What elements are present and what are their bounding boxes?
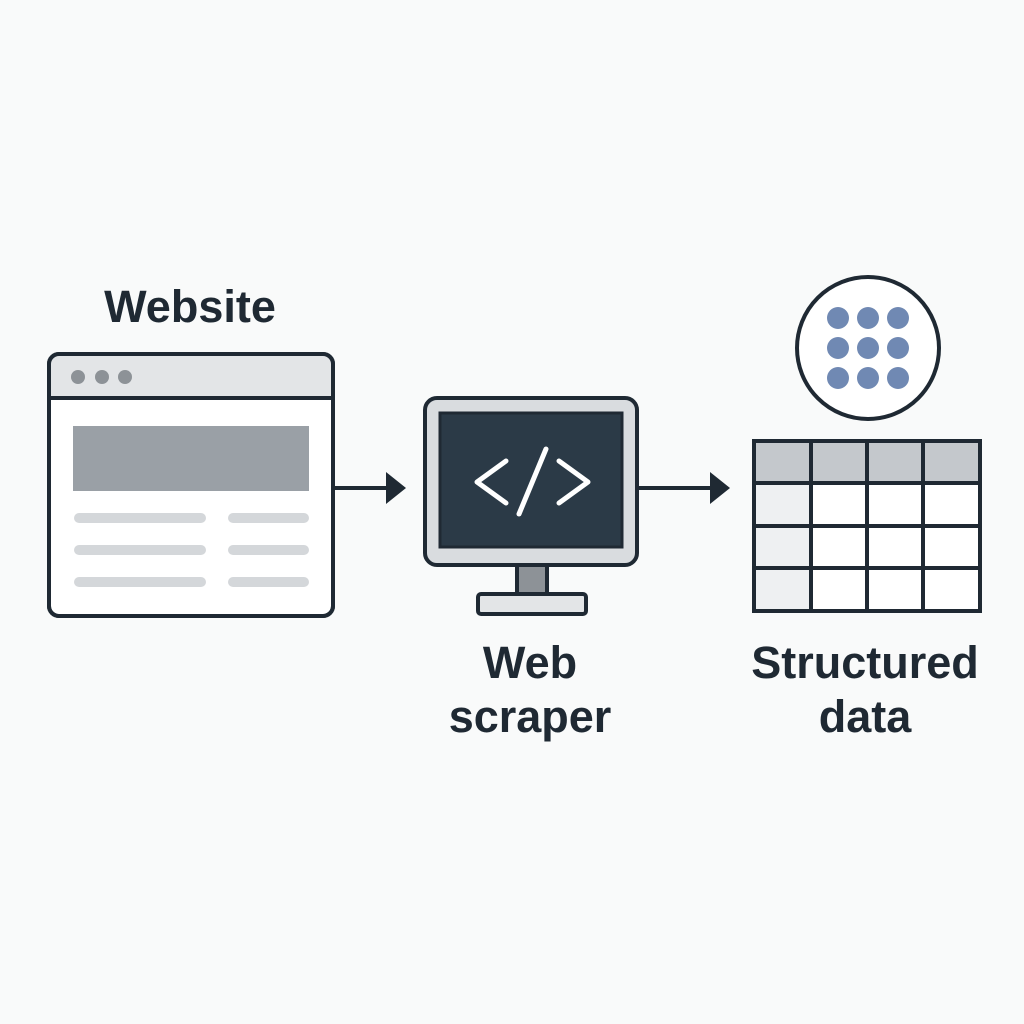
monitor-base <box>476 592 588 616</box>
monitor-code-icon <box>423 396 639 616</box>
arrow-right-icon <box>335 472 406 504</box>
web-scraper-label: Web scraper <box>410 636 650 744</box>
text-line <box>228 577 309 587</box>
text-line <box>74 577 206 587</box>
monitor-neck <box>515 563 549 597</box>
content-banner <box>73 426 309 491</box>
table-first-column <box>754 483 811 611</box>
structured-data-label-line2: data <box>818 691 912 742</box>
web-scraper-label-line1: Web <box>482 637 578 688</box>
window-dot <box>118 370 132 384</box>
window-dot <box>71 370 85 384</box>
text-line <box>228 513 309 523</box>
window-dot <box>95 370 109 384</box>
table-grid-icon <box>752 439 982 613</box>
code-symbol-icon <box>474 446 591 517</box>
text-line <box>228 545 309 555</box>
structured-data-label-line1: Structured <box>751 637 979 688</box>
website-label: Website <box>104 281 276 332</box>
browser-window-icon <box>47 352 335 618</box>
dot-grid-icon <box>795 275 941 421</box>
structured-data-label: Structured data <box>735 636 995 744</box>
arrow-right-icon <box>639 472 730 504</box>
web-scraper-label-line2: scraper <box>448 691 612 742</box>
text-line <box>74 513 206 523</box>
text-line <box>74 545 206 555</box>
